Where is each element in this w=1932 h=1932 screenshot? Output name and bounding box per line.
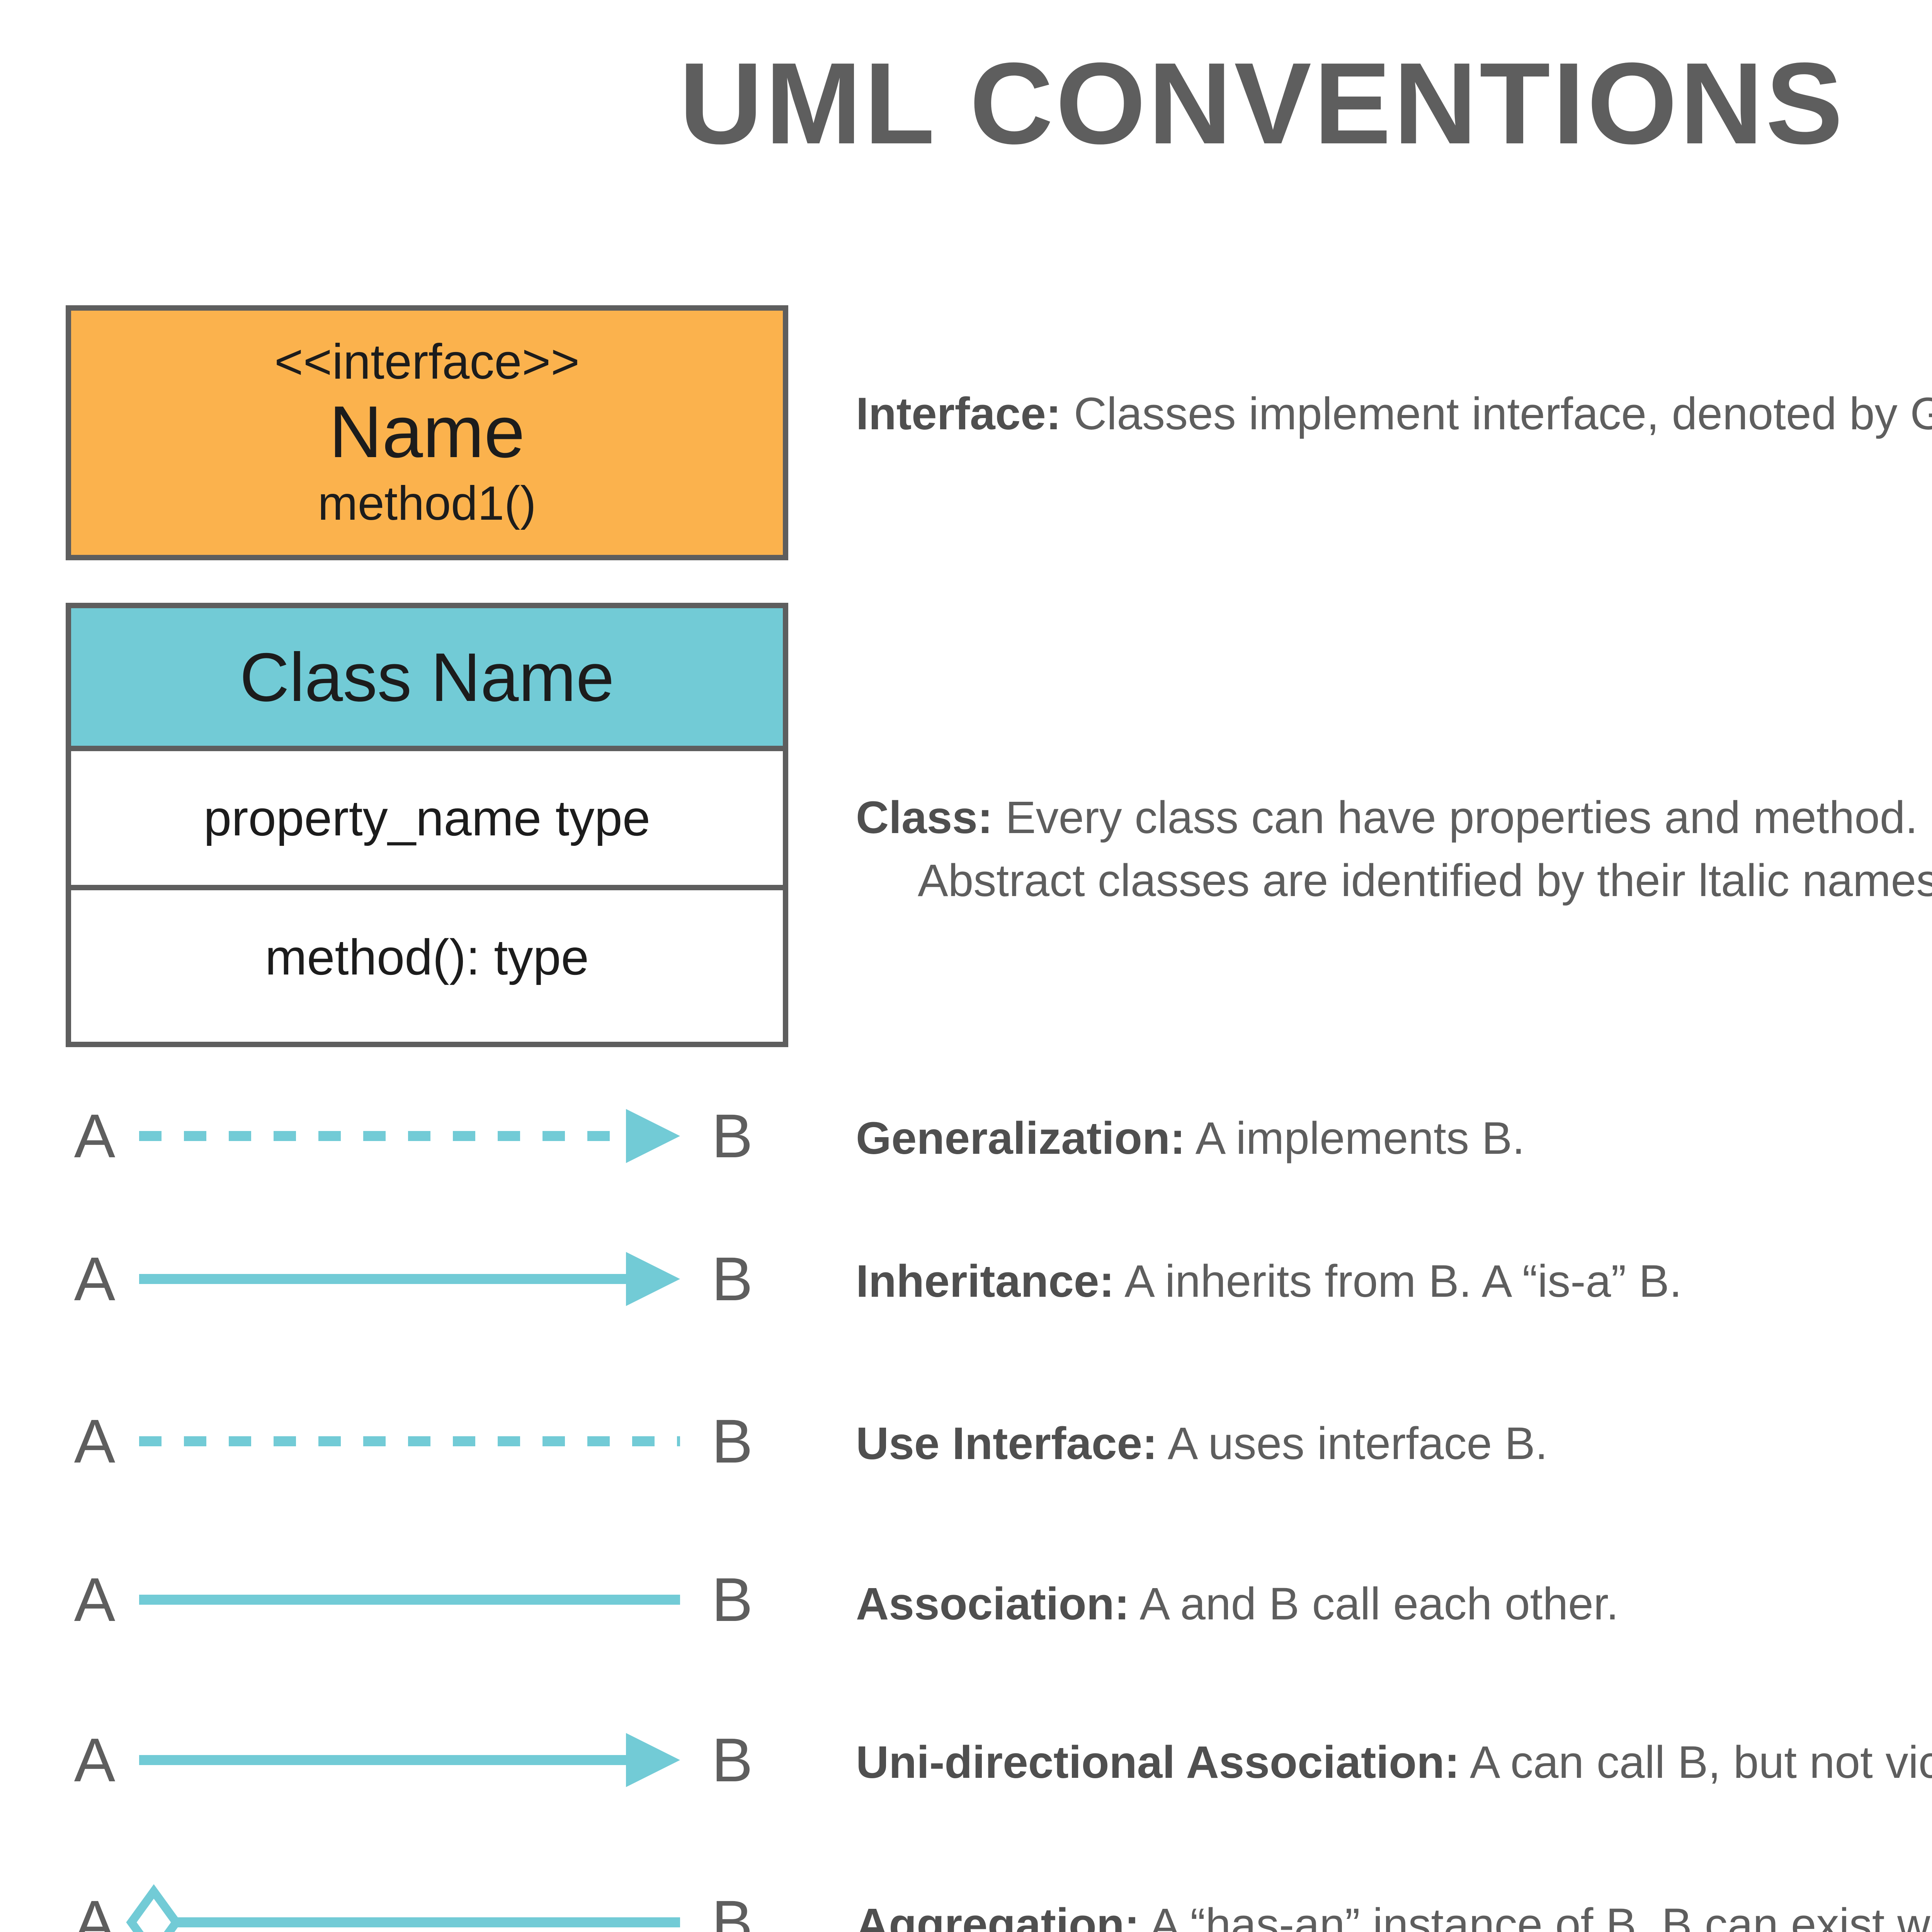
class-box: Class Name property_name type method(): … bbox=[66, 603, 788, 1047]
inheritance-description: Inheritance: A inherits from B. A “is-a”… bbox=[856, 1250, 1682, 1313]
relation-endpoint-to: B bbox=[711, 1565, 753, 1634]
uni-directional-association-description: Uni-directional Association: A can call … bbox=[856, 1731, 1932, 1794]
relation-endpoint-to: B bbox=[711, 1101, 753, 1170]
relation-row-uni-directional-association: A B bbox=[66, 1721, 761, 1799]
aggregation-connector bbox=[124, 1884, 703, 1932]
relation-endpoint-to: B bbox=[711, 1888, 753, 1932]
relation-endpoint-from: A bbox=[74, 1888, 116, 1932]
use-interface-text: A uses interface B. bbox=[1157, 1418, 1548, 1469]
interface-method: method1() bbox=[318, 476, 536, 530]
generalization-text: A implements B. bbox=[1185, 1113, 1525, 1164]
relation-endpoint-from: A bbox=[74, 1565, 116, 1634]
association-description: Association: A and B call each other. bbox=[856, 1573, 1619, 1636]
class-description-line2: Abstract classes are identified by their… bbox=[918, 855, 1932, 906]
association-label: Association: bbox=[856, 1578, 1130, 1629]
relation-row-inheritance: A B bbox=[66, 1240, 761, 1318]
class-description: Class: Every class can have properties a… bbox=[856, 786, 1932, 912]
relation-endpoint-from: A bbox=[74, 1725, 116, 1794]
relation-endpoint-to: B bbox=[711, 1406, 753, 1476]
association-connector bbox=[124, 1561, 703, 1638]
dashed-arrow-icon bbox=[139, 1109, 680, 1163]
page-title: UML CONVENTIONS bbox=[679, 38, 1845, 168]
relation-endpoint-from: A bbox=[74, 1244, 116, 1313]
uni-directional-association-label: Uni-directional Association: bbox=[856, 1737, 1460, 1788]
association-text: A and B call each other. bbox=[1129, 1578, 1619, 1629]
relation-row-association: A B bbox=[66, 1561, 761, 1638]
generalization-label: Generalization: bbox=[856, 1113, 1185, 1164]
aggregation-description: Aggregation: A “has-an” instance of B, B… bbox=[856, 1893, 1932, 1932]
interface-description-label: Interface: bbox=[856, 388, 1061, 439]
dashed-line-icon bbox=[139, 1436, 680, 1446]
inheritance-text: A inherits from B. A “is-a” B. bbox=[1114, 1256, 1682, 1307]
class-name-section: Class Name bbox=[71, 608, 783, 746]
generalization-description: Generalization: A implements B. bbox=[856, 1107, 1525, 1170]
relation-row-generalization: A B bbox=[66, 1097, 761, 1175]
solid-arrow-icon bbox=[139, 1252, 680, 1306]
interface-stereotype: <<interface>> bbox=[274, 334, 580, 389]
aggregation-text: A “has-an” instance of B, B can exist wi… bbox=[1150, 1899, 1932, 1932]
inheritance-label: Inheritance: bbox=[856, 1256, 1114, 1307]
use-interface-label: Use Interface: bbox=[856, 1418, 1158, 1469]
relation-endpoint-to: B bbox=[711, 1244, 753, 1313]
class-description-label: Class: bbox=[856, 792, 993, 843]
aggregation-label: Aggregation: bbox=[856, 1899, 1140, 1932]
interface-description: Interface: Classes implement interface, … bbox=[856, 383, 1932, 446]
class-methods-section: method(): type bbox=[71, 885, 783, 1024]
solid-line-icon bbox=[139, 1595, 680, 1605]
relation-row-use-interface: A B bbox=[66, 1403, 761, 1480]
inheritance-connector bbox=[124, 1240, 703, 1318]
use-interface-description: Use Interface: A uses interface B. bbox=[856, 1412, 1548, 1475]
solid-arrow-icon bbox=[139, 1733, 680, 1787]
relation-endpoint-to: B bbox=[711, 1725, 753, 1794]
hollow-diamond-line-icon bbox=[126, 1884, 680, 1932]
interface-name: Name bbox=[329, 391, 525, 473]
relation-row-aggregation: A B bbox=[66, 1884, 761, 1932]
class-description-line1: Every class can have properties and meth… bbox=[993, 792, 1918, 843]
relation-endpoint-from: A bbox=[74, 1406, 116, 1476]
uni-directional-association-text: A can call B, but not vice versa. bbox=[1469, 1737, 1932, 1788]
relation-endpoint-from: A bbox=[74, 1101, 116, 1170]
generalization-connector bbox=[124, 1097, 703, 1175]
class-properties-section: property_name type bbox=[71, 746, 783, 885]
interface-description-text: Classes implement interface, denoted by … bbox=[1073, 388, 1932, 439]
use-interface-connector bbox=[124, 1403, 703, 1480]
interface-box: <<interface>> Name method1() bbox=[66, 305, 788, 560]
uni-directional-connector bbox=[124, 1721, 703, 1799]
